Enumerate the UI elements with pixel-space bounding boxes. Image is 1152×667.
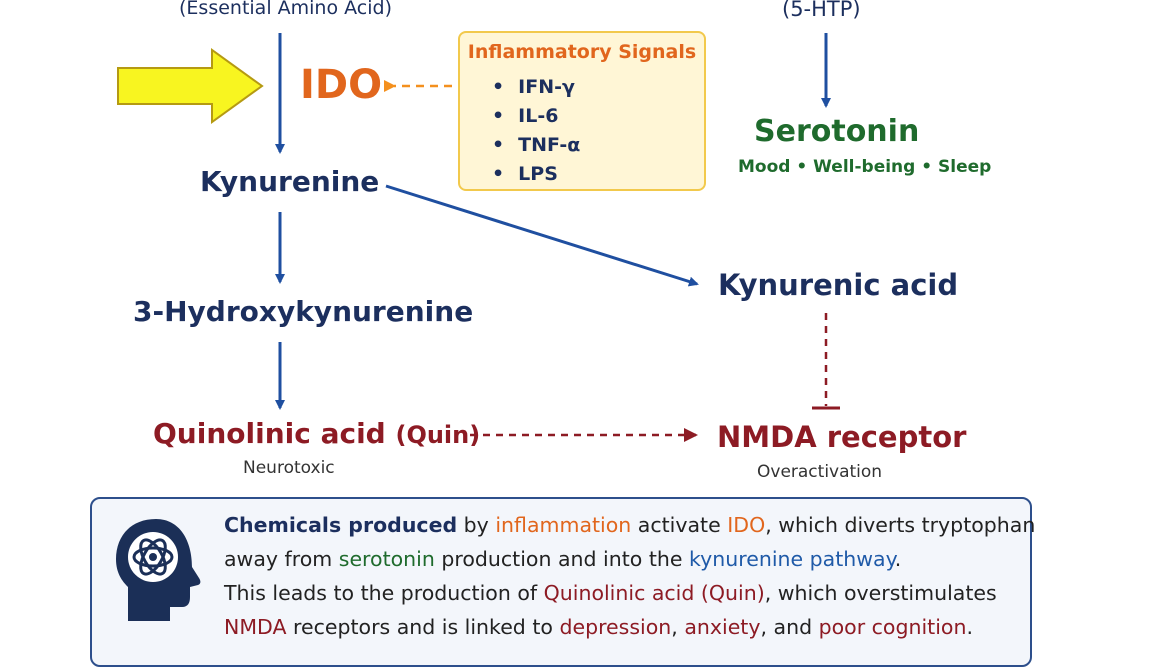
signal-item: IFN-γ <box>492 73 580 102</box>
text-segment: production and into the <box>434 547 689 571</box>
arrow-kynurenine-to-kynurenic <box>385 184 699 287</box>
signals-list: IFN-γ IL-6 TNF-α LPS <box>492 73 580 189</box>
summary-line-3: This leads to the production of Quinolin… <box>224 581 997 605</box>
text-segment: . <box>894 547 902 571</box>
hydroxykynurenine-label: 3-Hydroxykynurenine <box>133 295 474 328</box>
summary-line-1: Chemicals produced by inflammation activ… <box>224 513 1035 537</box>
text-segment: IDO <box>727 513 766 537</box>
text-segment: Quinolinic acid (Quin) <box>543 581 765 605</box>
signals-title: Inflammatory Signals <box>467 41 697 63</box>
text-segment: activate <box>631 513 728 537</box>
text-segment: poor cognition <box>818 615 967 639</box>
text-segment: , which overstimulates <box>764 581 997 605</box>
text-segment: , <box>671 615 685 639</box>
text-segment: depression <box>559 615 672 639</box>
tryptophan-caption: (Essential Amino Acid) <box>179 0 392 19</box>
5htp-caption: (5-HTP) <box>782 0 861 21</box>
inflammatory-signals-box: Inflammatory Signals IFN-γ IL-6 TNF-α LP… <box>458 31 706 191</box>
pathway-connectors <box>117 33 840 442</box>
text-segment: , and <box>760 615 819 639</box>
serotonin-caption: Mood • Well-being • Sleep <box>738 157 992 177</box>
text-segment: NMDA <box>224 615 287 639</box>
kynurenic-acid-label: Kynurenic acid <box>718 268 959 302</box>
nmda-receptor-label: NMDA receptor <box>717 420 967 454</box>
serotonin-label: Serotonin <box>754 114 920 149</box>
text-segment: This leads to the production of <box>224 581 544 605</box>
text-segment: serotonin <box>338 547 435 571</box>
summary-line-4: NMDA receptors and is linked to depressi… <box>224 615 973 639</box>
text-segment: by <box>457 513 496 537</box>
text-segment: away from <box>224 547 339 571</box>
quin-caption: Neurotoxic <box>243 458 335 478</box>
text-segment: . <box>966 615 973 639</box>
kynurenine-label: Kynurenine <box>200 165 380 198</box>
nmda-caption: Overactivation <box>757 462 883 482</box>
quin-abbr: (Quin) <box>395 421 481 449</box>
signal-item: IL-6 <box>492 102 580 131</box>
summary-line-2: away from serotonin production and into … <box>224 547 901 571</box>
ido-label: IDO <box>300 62 383 108</box>
text-segment: kynurenine pathway <box>688 547 895 571</box>
brain-head-icon <box>116 519 201 621</box>
quinolinic-acid-label: Quinolinic acid (Quin) <box>153 417 480 450</box>
text-segment: Chemicals produced <box>224 513 458 537</box>
signal-item: LPS <box>492 160 580 189</box>
quin-title: Quinolinic acid <box>153 417 386 450</box>
signal-item: TNF-α <box>492 131 580 160</box>
text-segment: anxiety <box>684 615 761 639</box>
text-segment: inflammation <box>495 513 632 537</box>
text-segment: receptors and is linked to <box>286 615 560 639</box>
inhibition-kynurenic-to-nmda <box>812 313 840 410</box>
text-segment: , which diverts tryptophan <box>765 513 1036 537</box>
yellow-pointer-arrow-icon <box>117 48 264 124</box>
summary-box: Chemicals produced by inflammation activ… <box>90 497 1035 667</box>
